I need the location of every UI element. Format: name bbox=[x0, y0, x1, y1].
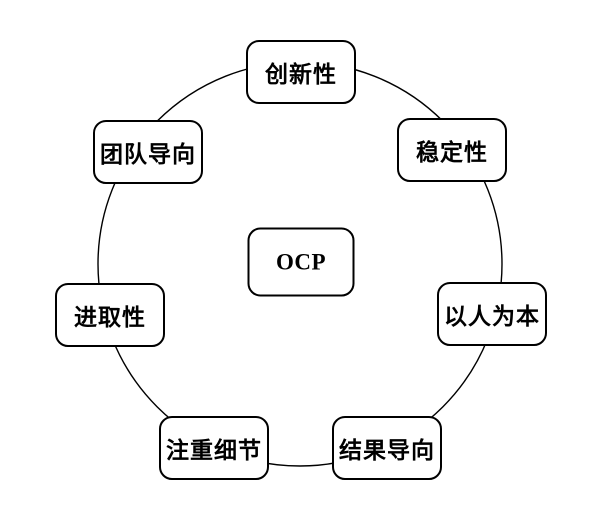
node-ocp-center: OCP bbox=[247, 227, 355, 297]
node-enterprising: 进取性 bbox=[55, 283, 165, 347]
node-stability: 稳定性 bbox=[397, 118, 507, 182]
node-people-oriented: 以人为本 bbox=[437, 282, 547, 346]
node-innovation: 创新性 bbox=[246, 40, 356, 104]
node-result-oriented: 结果导向 bbox=[332, 416, 442, 480]
node-attention-to-detail: 注重细节 bbox=[159, 416, 269, 480]
node-team-oriented: 团队导向 bbox=[93, 120, 203, 184]
